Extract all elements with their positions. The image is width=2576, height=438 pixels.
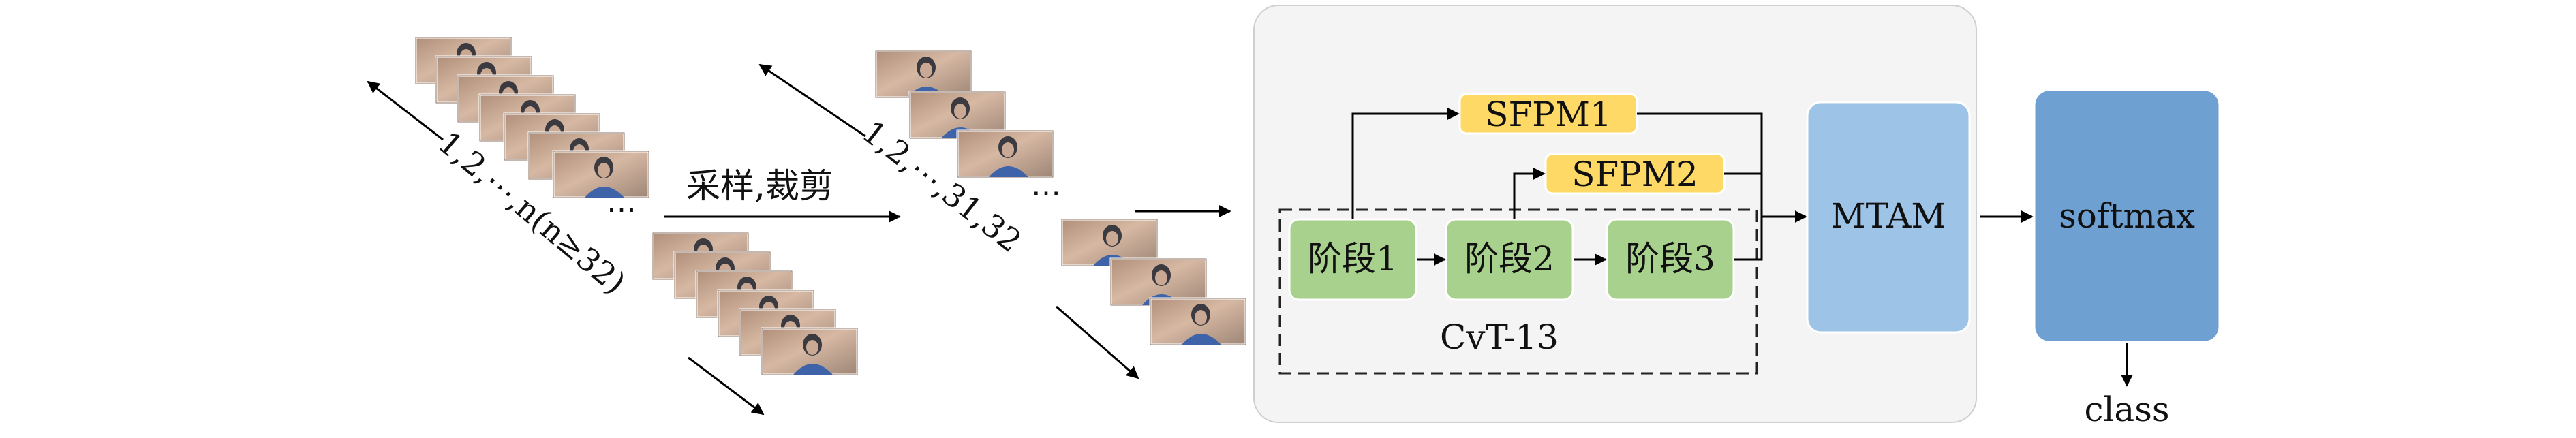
softmax-box (2033, 89, 2221, 343)
stage2-to-sfpm2-arrow (1513, 168, 1546, 219)
stage3-to-mtam-line (1734, 217, 1763, 261)
sfpm1-label: SFPM1 (1485, 95, 1612, 134)
cvt13-box (1278, 208, 1758, 375)
middle-ellipsis: ⋯ (1031, 176, 1061, 210)
stage1-to-sfpm1-arrow (1351, 108, 1460, 219)
middle-index-arrow (758, 63, 1139, 379)
input-video-frames-top (414, 36, 650, 199)
softmax-label: softmax (2059, 196, 2195, 236)
input-video-frames-bottom (651, 232, 859, 376)
stage2-box (1445, 218, 1574, 301)
model-panel (1253, 5, 1977, 423)
sampled-frames-bottom (1060, 218, 1247, 346)
stage3-label: 阶段3 (1625, 239, 1715, 279)
sfpm1-to-mtam-line (1637, 112, 1763, 217)
stage1-label: 阶段1 (1308, 239, 1398, 279)
cvt13-label: CvT-13 (1440, 317, 1559, 357)
left-index-arrow (367, 80, 765, 416)
sampling-label: 采样,裁剪 (686, 166, 833, 206)
class-output-label: class (2084, 390, 2169, 429)
sfpm2-label: SFPM2 (1571, 155, 1698, 194)
stage2-label: 阶段2 (1465, 239, 1554, 279)
mtam-label: MTAM (1830, 196, 1946, 236)
mtam-box (1806, 101, 1971, 334)
left-ellipsis: ⋯ (607, 192, 637, 227)
